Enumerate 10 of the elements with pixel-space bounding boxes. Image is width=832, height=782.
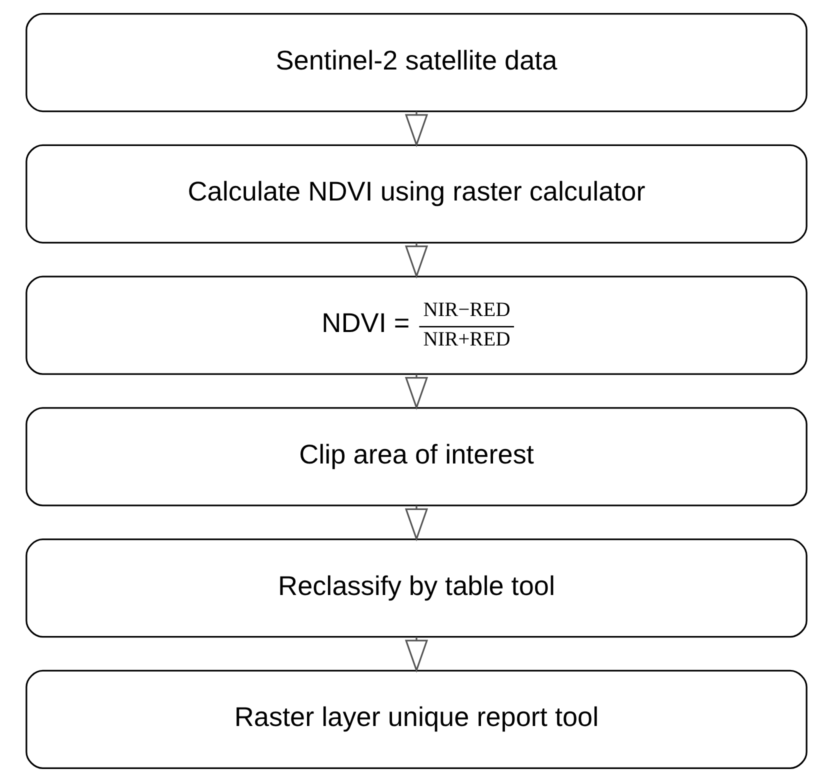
node-box: Reclassify by table tool — [25, 538, 807, 638]
node-box: Sentinel-2 satellite data — [25, 12, 807, 112]
arrow — [404, 111, 428, 148]
node-box: Calculate NDVI using raster calculator — [25, 144, 807, 244]
node-box: Raster layer unique report tool — [25, 670, 807, 770]
arrow — [404, 242, 428, 279]
arrow — [404, 506, 428, 542]
node-box: Clip area of interest — [25, 407, 807, 506]
arrow — [404, 636, 428, 673]
arrow — [404, 374, 428, 410]
